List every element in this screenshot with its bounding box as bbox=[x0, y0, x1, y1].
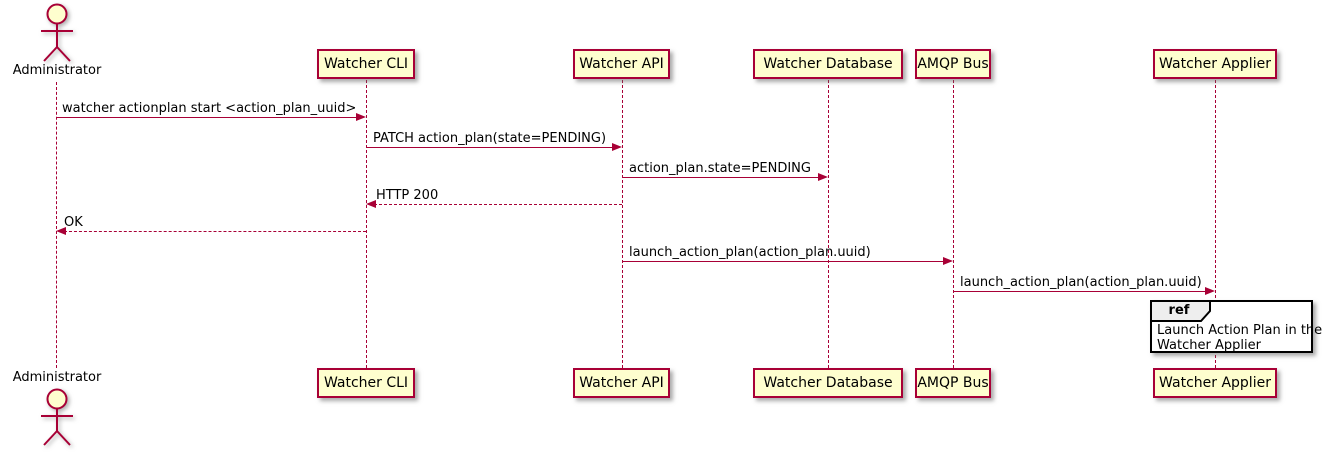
participant-watcher-api-bottom: Watcher API bbox=[573, 368, 670, 398]
message-arrow-4 bbox=[374, 204, 622, 205]
ref-keyword: ref bbox=[1168, 303, 1190, 318]
participant-watcher-api-top: Watcher API bbox=[573, 49, 670, 79]
participant-watcher-database-top: Watcher Database bbox=[753, 49, 903, 79]
arrowhead-left-5 bbox=[56, 227, 66, 235]
ref-text-line-2: Watcher Applier bbox=[1157, 338, 1261, 353]
message-label-7: launch_action_plan(action_plan.uuid) bbox=[960, 275, 1202, 290]
message-arrow-3 bbox=[622, 177, 820, 178]
arrowhead-right-2 bbox=[612, 143, 622, 151]
participant-amqp-bus-top: AMQP Bus bbox=[915, 49, 991, 79]
message-label-3: action_plan.state=PENDING bbox=[629, 161, 811, 176]
lifeline-watcher-api bbox=[622, 80, 623, 368]
message-arrow-7 bbox=[953, 291, 1207, 292]
ref-text-line-1: Launch Action Plan in the bbox=[1157, 323, 1323, 338]
administrator-actor-icon bbox=[41, 3, 73, 62]
ref-fragment: ref Launch Action Plan in the Watcher Ap… bbox=[1150, 300, 1322, 353]
message-arrow-5 bbox=[64, 231, 366, 232]
participant-watcher-applier-bottom: Watcher Applier bbox=[1153, 368, 1277, 398]
message-label-4: HTTP 200 bbox=[376, 188, 439, 203]
arrowhead-right-7 bbox=[1205, 287, 1215, 295]
message-label-2: PATCH action_plan(state=PENDING) bbox=[373, 131, 607, 146]
arrowhead-right-6 bbox=[943, 257, 953, 265]
message-label-5: OK bbox=[64, 215, 83, 230]
lifeline-watcher-applier bbox=[1215, 80, 1216, 368]
participant-watcher-database-bottom: Watcher Database bbox=[753, 368, 903, 398]
message-arrow-1 bbox=[56, 117, 358, 118]
actor-label-administrator-bottom: Administrator bbox=[12, 370, 102, 385]
message-arrow-2 bbox=[366, 147, 614, 148]
lifeline-watcher-cli bbox=[366, 80, 367, 368]
message-label-1: watcher actionplan start <action_plan_uu… bbox=[62, 101, 357, 116]
participant-watcher-cli-top: Watcher CLI bbox=[317, 49, 415, 79]
arrowhead-right-1 bbox=[356, 113, 366, 121]
message-label-6: launch_action_plan(action_plan.uuid) bbox=[629, 245, 871, 260]
arrowhead-left-4 bbox=[366, 200, 376, 208]
lifeline-watcher-database bbox=[828, 80, 829, 368]
administrator-actor-icon bbox=[41, 388, 73, 446]
actor-label-administrator-top: Administrator bbox=[12, 63, 102, 78]
ref-tab-shape bbox=[1150, 300, 1211, 322]
participant-watcher-applier-top: Watcher Applier bbox=[1153, 49, 1277, 79]
lifeline-amqp-bus bbox=[953, 80, 954, 368]
lifeline-administrator bbox=[56, 82, 57, 368]
arrowhead-right-3 bbox=[818, 173, 828, 181]
participant-watcher-cli-bottom: Watcher CLI bbox=[317, 368, 415, 398]
message-arrow-6 bbox=[622, 261, 945, 262]
participant-amqp-bus-bottom: AMQP Bus bbox=[915, 368, 991, 398]
